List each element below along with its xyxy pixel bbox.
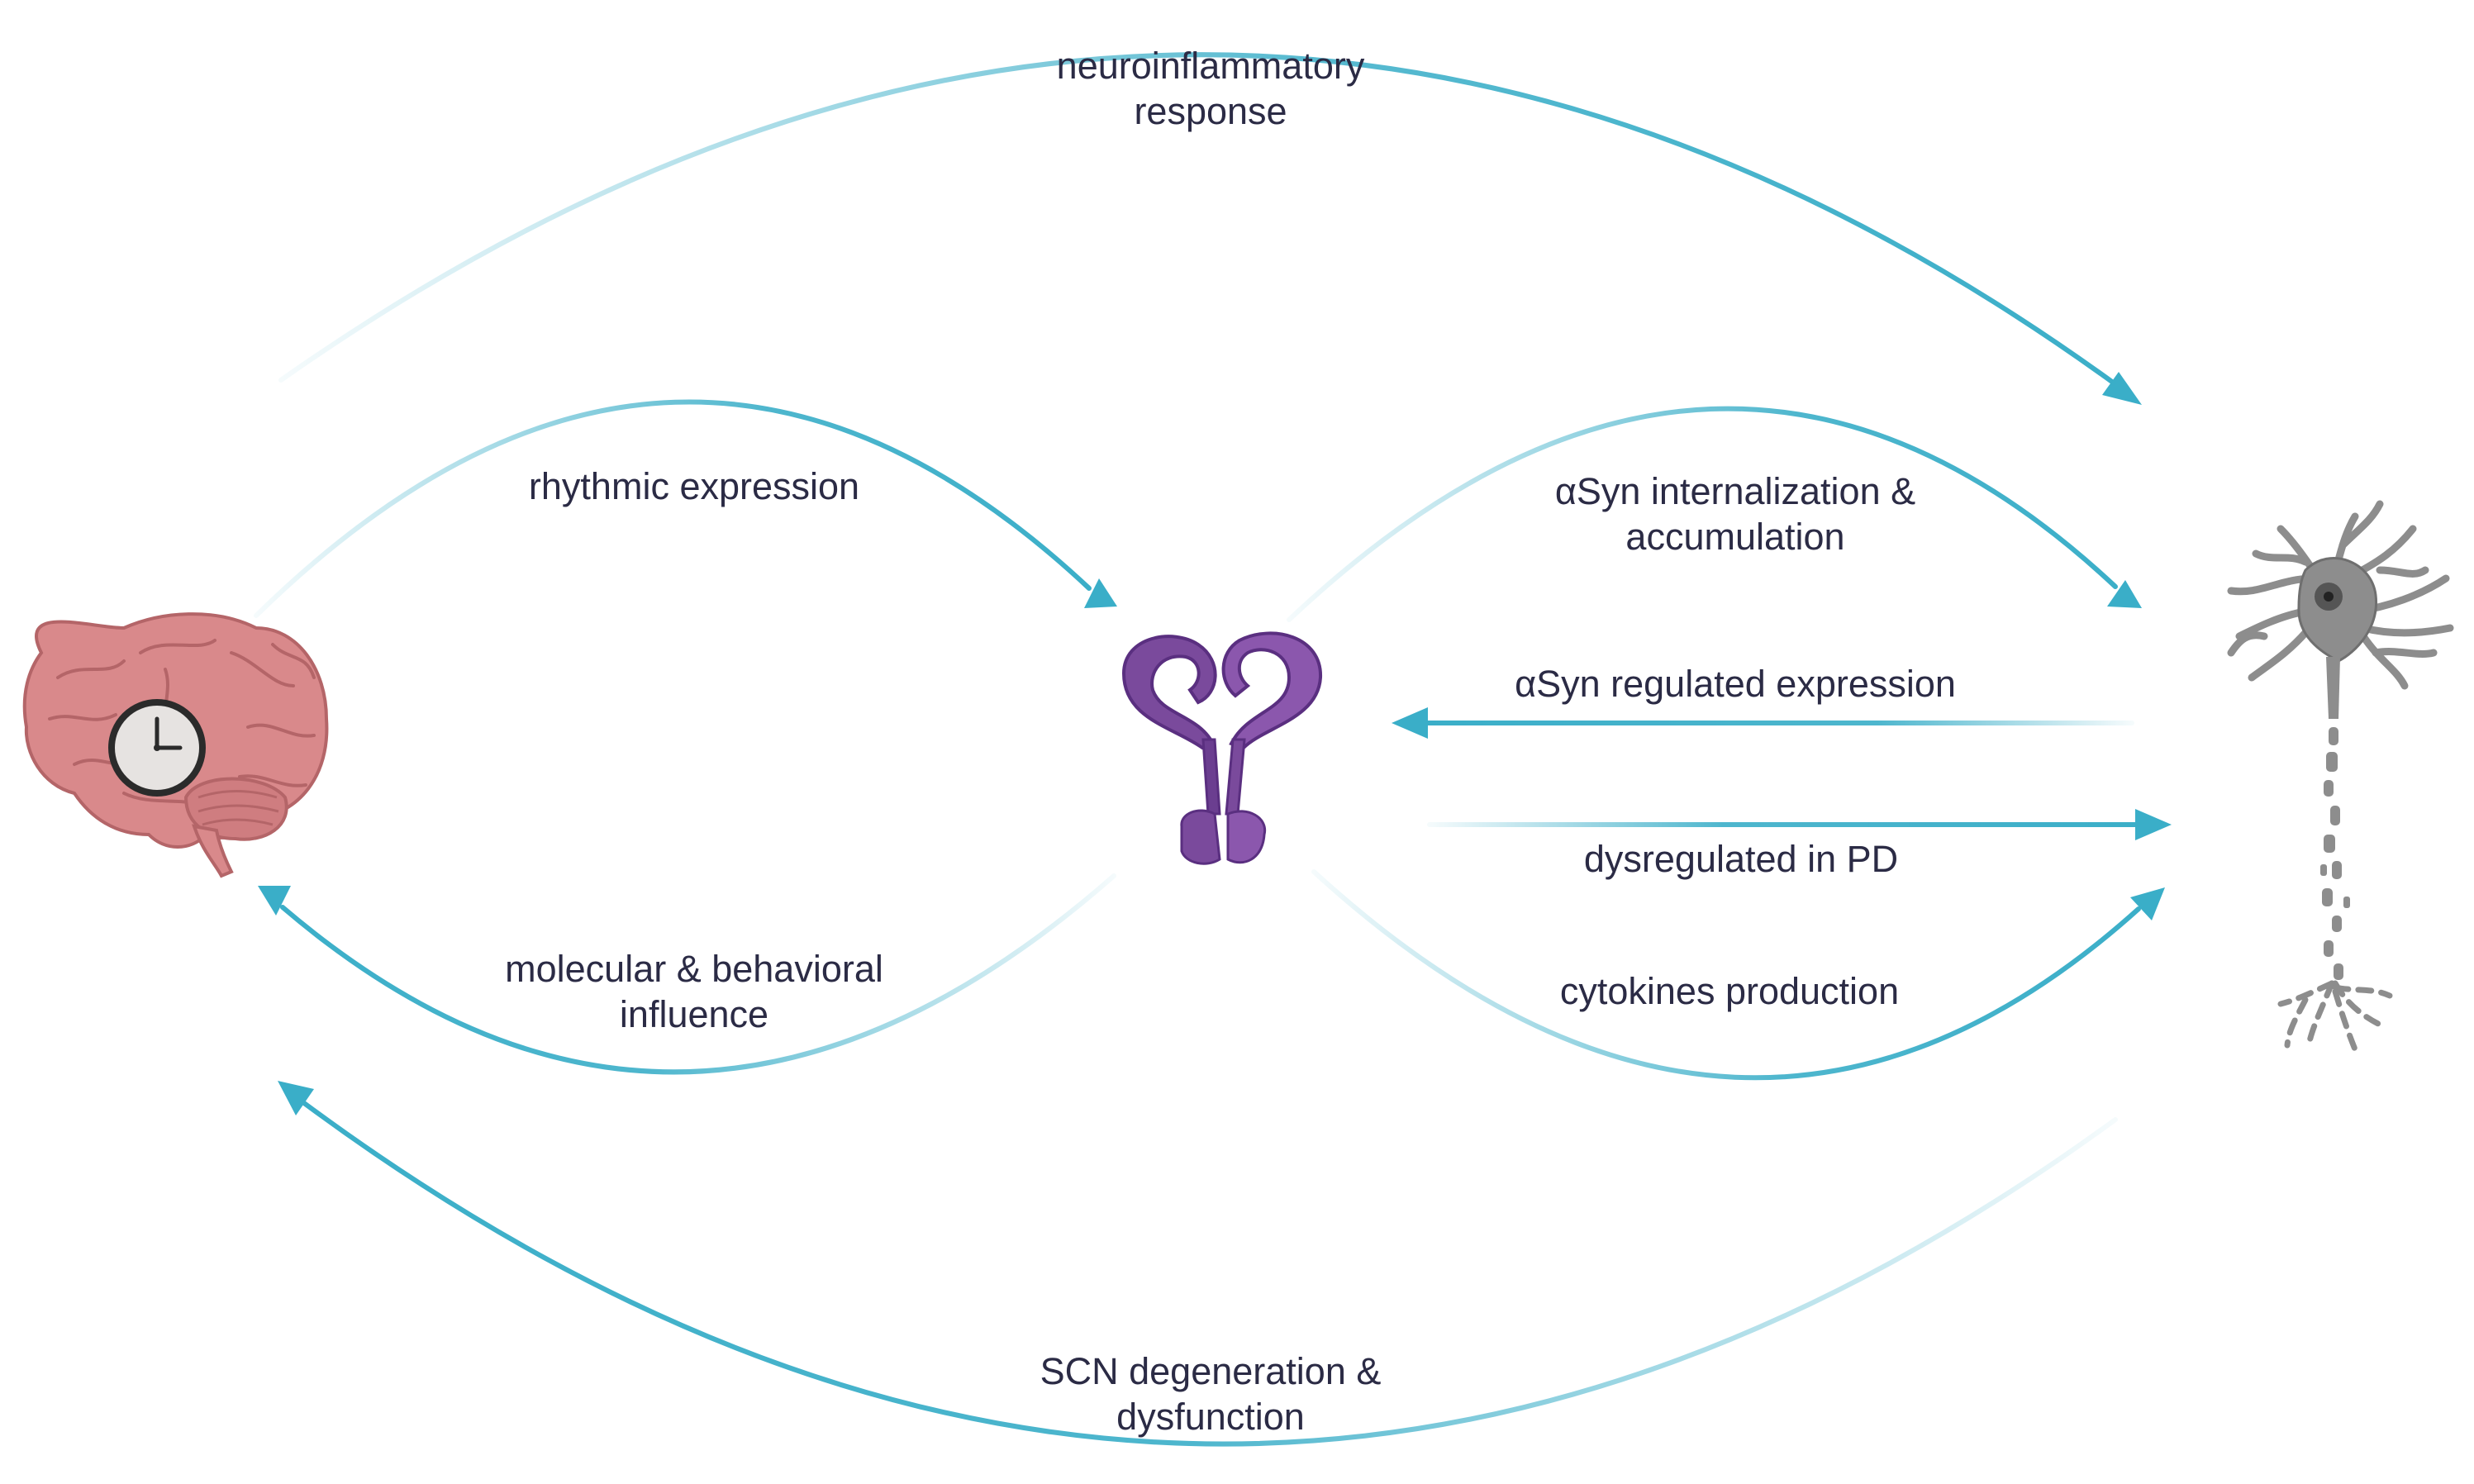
label-line: neuroinflammatory <box>1056 45 1365 87</box>
label-line: influence <box>619 993 769 1035</box>
brain-with-clock-icon <box>22 612 329 878</box>
label-asyn-regulated-expression: αSyn regulated expression <box>1515 661 1956 706</box>
label-rhythmic-expression: rhythmic expression <box>529 464 859 509</box>
label-cytokines-production: cytokines production <box>1560 968 1899 1014</box>
arrow-asyn-internalization <box>1287 406 2142 622</box>
neuron-icon <box>2227 500 2454 1053</box>
label-neuroinflammatory-response: neuroinflammatory response <box>1057 43 1365 134</box>
arrow-rhythmic-expression <box>254 399 1117 618</box>
label-line: dysregulated in PD <box>1583 838 1899 880</box>
label-line: rhythmic expression <box>528 465 860 507</box>
arrow-molecular-behavioral-influence <box>258 873 1116 1075</box>
label-line: accumulation <box>1625 516 1845 558</box>
label-line: αSyn internalization & <box>1554 470 1916 512</box>
arrow-cytokines-production <box>1311 869 2165 1081</box>
label-asyn-internalization-accumulation: αSyn internalization & accumulation <box>1555 469 1915 559</box>
label-line: αSyn regulated expression <box>1515 663 1956 705</box>
label-dysregulated-in-pd: dysregulated in PD <box>1584 836 1898 882</box>
arrow-dysregulated-in-pd <box>1427 809 2172 840</box>
label-line: molecular & behavioral <box>505 948 883 990</box>
label-scn-degeneration-dysfunction: SCN degeneration & dysfunction <box>1040 1348 1382 1439</box>
label-line: response <box>1134 90 1287 132</box>
arrow-scn-degeneration <box>278 1081 2118 1447</box>
label-line: SCN degeneration & <box>1040 1350 1382 1392</box>
arrow-neuroinflammatory-response <box>278 52 2142 405</box>
label-line: dysfunction <box>1116 1396 1305 1438</box>
label-molecular-behavioral-influence: molecular & behavioral influence <box>505 946 883 1037</box>
label-line: cytokines production <box>1559 970 1900 1012</box>
arrow-asyn-regulated-expression <box>1392 707 2134 739</box>
microglia-icon <box>1121 631 1323 865</box>
